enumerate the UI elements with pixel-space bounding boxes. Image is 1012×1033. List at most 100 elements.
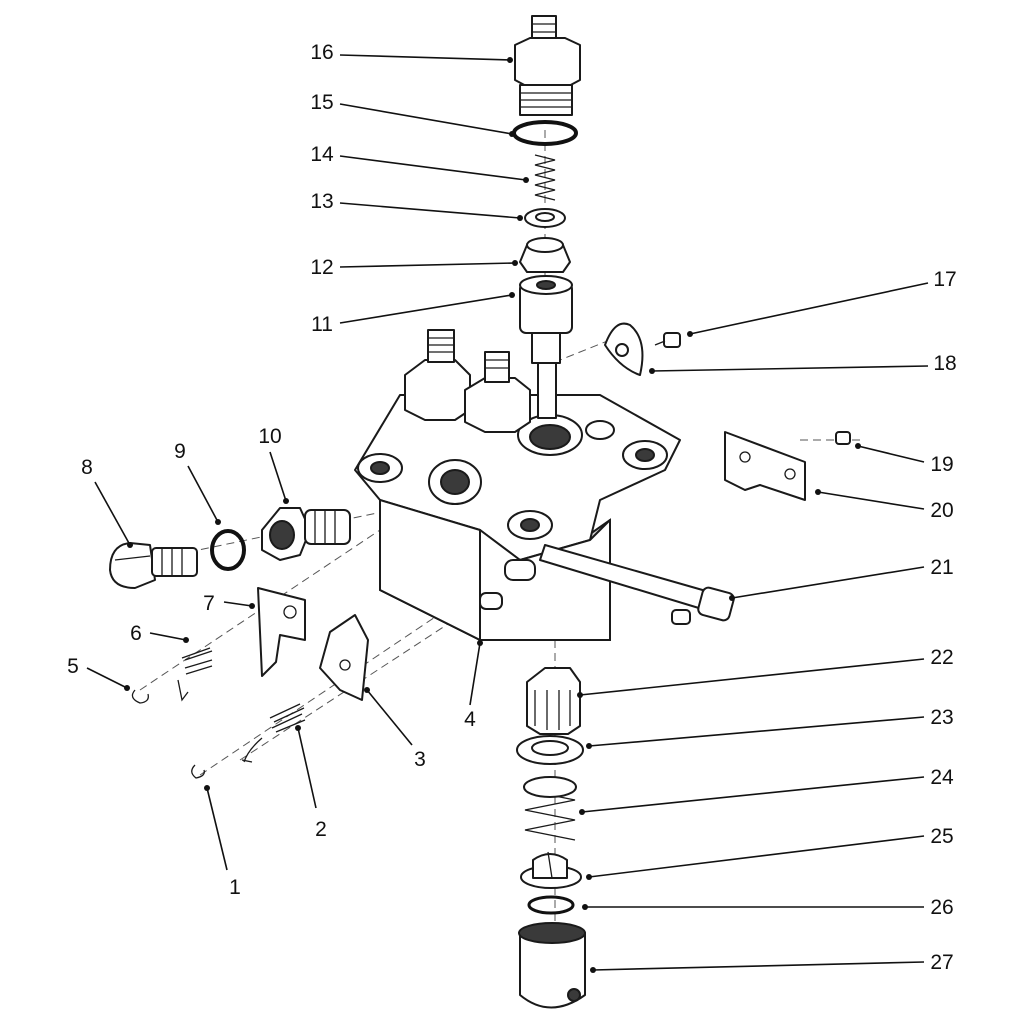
callout-13: 13	[310, 190, 523, 221]
parts-1-3-5-7	[131, 587, 369, 779]
callout-label-24: 24	[930, 766, 954, 789]
callout-27: 27	[590, 951, 954, 974]
callout-label-1: 1	[229, 876, 241, 899]
callout-22: 22	[577, 646, 954, 698]
callout-17: 17	[687, 268, 957, 337]
leader-line-25	[588, 835, 925, 878]
leader-line-2	[297, 727, 317, 809]
leader-dot-23	[586, 743, 592, 749]
leader-dot-6	[183, 637, 189, 643]
callout-label-12: 12	[310, 256, 333, 279]
callout-7: 7	[203, 592, 255, 615]
callout-12: 12	[310, 256, 518, 279]
callout-label-2: 2	[315, 818, 327, 841]
leader-line-5	[86, 667, 128, 689]
callout-label-27: 27	[930, 951, 953, 974]
parts-17-18	[604, 322, 681, 376]
top-valve-stack	[512, 15, 581, 419]
leader-dot-25	[586, 874, 592, 880]
leader-line-1	[206, 787, 228, 871]
callout-label-4: 4	[464, 708, 476, 731]
leader-line-22	[579, 658, 925, 696]
callout-24: 24	[579, 766, 954, 815]
callout-6: 6	[130, 622, 189, 645]
parts-8-9-10	[109, 507, 351, 589]
leader-dot-7	[249, 603, 255, 609]
callout-label-20: 20	[930, 499, 953, 522]
callout-label-23: 23	[930, 706, 953, 729]
leader-dot-26	[582, 904, 588, 910]
callout-15: 15	[310, 91, 515, 137]
leader-dot-27	[590, 967, 596, 973]
callout-16: 16	[310, 41, 513, 64]
callout-label-17: 17	[933, 268, 956, 291]
leader-line-21	[731, 566, 925, 599]
callout-label-26: 26	[930, 896, 953, 919]
leader-line-19	[857, 445, 925, 463]
leader-line-8	[94, 481, 131, 546]
callout-label-3: 3	[414, 748, 426, 771]
leader-dot-13	[517, 215, 523, 221]
callout-14: 14	[310, 143, 529, 183]
callout-10: 10	[258, 425, 289, 504]
leader-line-13	[339, 202, 521, 219]
leader-line-9	[187, 465, 219, 523]
leader-dot-3	[364, 687, 370, 693]
callout-label-6: 6	[130, 622, 142, 645]
shaft-21	[539, 544, 735, 625]
leader-line-17	[689, 282, 929, 335]
parts-19-20	[724, 431, 851, 501]
callout-9: 9	[174, 440, 221, 525]
callout-label-11: 11	[311, 313, 333, 336]
leader-line-27	[592, 961, 925, 971]
callout-label-13: 13	[310, 190, 333, 213]
leader-line-12	[339, 262, 516, 268]
leader-line-11	[339, 294, 513, 324]
leader-line-6	[149, 632, 187, 641]
leader-line-16	[339, 54, 511, 61]
part-callouts: 1234567891011121314151617181920212223242…	[67, 41, 957, 974]
leader-line-7	[223, 601, 253, 607]
leader-line-18	[651, 365, 929, 372]
leader-dot-10	[283, 498, 289, 504]
callout-label-19: 19	[930, 453, 953, 476]
leader-line-15	[339, 103, 513, 135]
leader-line-24	[581, 776, 925, 813]
callout-26: 26	[582, 896, 954, 919]
leader-dot-18	[649, 368, 655, 374]
leader-dot-16	[507, 57, 513, 63]
leader-dot-11	[509, 292, 515, 298]
leader-dot-19	[855, 443, 861, 449]
leader-line-20	[817, 491, 925, 510]
leader-dot-2	[295, 725, 301, 731]
callout-label-21: 21	[930, 556, 953, 579]
bottom-stack	[516, 667, 586, 1009]
callout-1: 1	[204, 785, 241, 899]
callout-label-18: 18	[933, 352, 956, 375]
callout-label-7: 7	[203, 592, 215, 615]
callout-label-25: 25	[930, 825, 953, 848]
leader-dot-22	[577, 692, 583, 698]
leader-dot-20	[815, 489, 821, 495]
callout-label-14: 14	[310, 143, 334, 166]
leader-dot-8	[127, 542, 133, 548]
callout-19: 19	[855, 443, 954, 476]
callout-4: 4	[464, 640, 483, 731]
callout-5: 5	[67, 655, 130, 691]
leader-dot-14	[523, 177, 529, 183]
callout-2: 2	[295, 725, 327, 841]
leader-line-14	[339, 155, 527, 181]
callout-label-9: 9	[174, 440, 186, 463]
pump-body	[354, 329, 681, 641]
callout-25: 25	[586, 825, 954, 880]
callout-20: 20	[815, 489, 954, 522]
leader-dot-5	[124, 685, 130, 691]
leader-line-4	[469, 642, 481, 706]
leader-dot-17	[687, 331, 693, 337]
callout-8: 8	[81, 456, 133, 548]
leader-dot-4	[477, 640, 483, 646]
leader-dot-15	[509, 131, 515, 137]
callout-label-22: 22	[930, 646, 953, 669]
leader-dot-21	[729, 595, 735, 601]
callout-label-16: 16	[310, 41, 333, 64]
